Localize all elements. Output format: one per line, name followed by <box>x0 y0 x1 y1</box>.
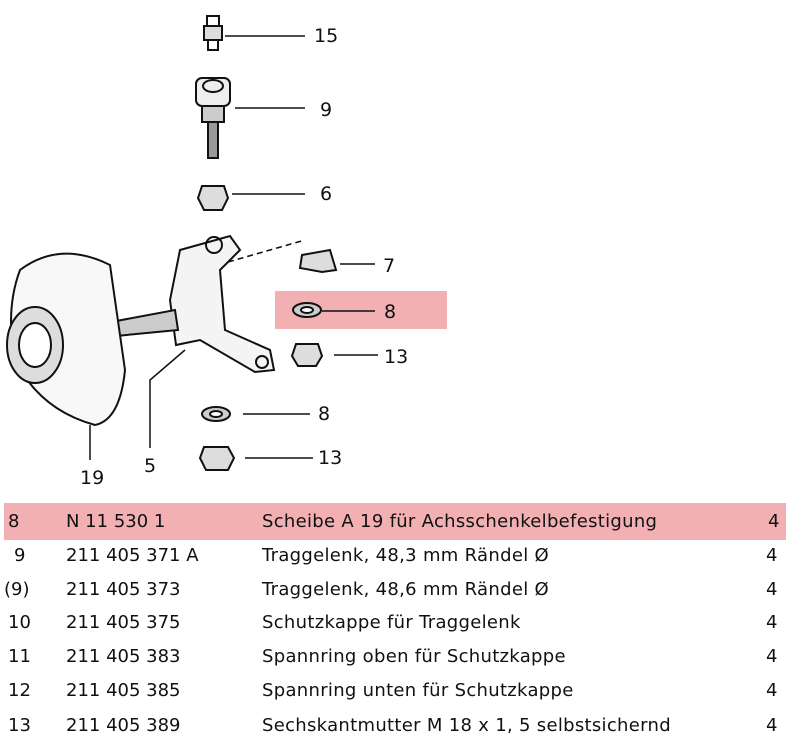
item-number: 12 <box>8 680 31 701</box>
parts-diagram <box>6 15 378 471</box>
leader-lines <box>89 35 378 460</box>
item-number: 11 <box>8 646 31 667</box>
part-number: 211 405 373 <box>66 579 181 600</box>
table-row: (9) 211 405 373 Traggelenk, 48,6 mm Ränd… <box>0 573 791 607</box>
callout-13: 13 <box>384 346 409 368</box>
nut-13-lower <box>198 446 236 471</box>
grease-nipple-15 <box>203 15 223 51</box>
item-number: 9 <box>14 545 26 566</box>
quantity: 4 <box>766 579 778 600</box>
quantity: 4 <box>766 545 778 566</box>
item-number: 8 <box>8 511 20 532</box>
nut-13 <box>290 343 324 367</box>
bracket-7 <box>298 248 338 274</box>
description: Traggelenk, 48,6 mm Rändel Ø <box>262 579 549 600</box>
quantity: 4 <box>766 715 778 736</box>
item-number: 13 <box>8 715 31 736</box>
part-number: 211 405 375 <box>66 612 181 633</box>
callout-15: 15 <box>314 25 339 47</box>
quantity: 4 <box>766 612 778 633</box>
part-number: 211 405 371 A <box>66 545 199 566</box>
table-row: 12 211 405 385 Spannring unten für Schut… <box>0 674 791 708</box>
splash-shield-19 <box>6 252 127 427</box>
callout-6: 6 <box>320 183 333 205</box>
table-row: 11 211 405 383 Spannring oben für Schutz… <box>0 640 791 674</box>
quantity: 4 <box>768 511 780 532</box>
part-number: 211 405 383 <box>66 646 181 667</box>
part-number: 211 405 389 <box>66 715 181 736</box>
callout-8-lower: 8 <box>318 403 331 425</box>
table-row: 9 211 405 371 A Traggelenk, 48,3 mm Ränd… <box>0 539 791 573</box>
callout-8: 8 <box>384 301 397 323</box>
quantity: 4 <box>766 646 778 667</box>
washer-8-lower <box>201 406 231 422</box>
description: Spannring oben für Schutzkappe <box>262 646 566 667</box>
cap-6 <box>196 185 230 211</box>
ball-joint-9 <box>195 77 231 159</box>
description: Sechskantmutter M 18 x 1, 5 selbstsicher… <box>262 715 671 736</box>
item-number: (9) <box>4 579 30 600</box>
quantity: 4 <box>766 680 778 701</box>
callout-5: 5 <box>144 455 157 477</box>
part-number: 211 405 385 <box>66 680 181 701</box>
item-number: 10 <box>8 612 31 633</box>
description: Spannring unten für Schutzkappe <box>262 680 574 701</box>
callout-7: 7 <box>383 255 396 277</box>
table-row: 10 211 405 375 Schutzkappe für Traggelen… <box>0 606 791 640</box>
part-number: N 11 530 1 <box>66 511 166 532</box>
washer-8 <box>292 302 322 318</box>
description: Scheibe A 19 für Achsschenkelbefestigung <box>262 511 658 532</box>
callout-9: 9 <box>320 99 333 121</box>
table-row: 8 N 11 530 1 Scheibe A 19 für Achsschenk… <box>4 503 786 540</box>
callout-19: 19 <box>80 467 105 489</box>
table-row: 13 211 405 389 Sechskantmutter M 18 x 1,… <box>0 709 791 743</box>
callout-13-lower: 13 <box>318 447 343 469</box>
description: Schutzkappe für Traggelenk <box>262 612 521 633</box>
description: Traggelenk, 48,3 mm Rändel Ø <box>262 545 549 566</box>
